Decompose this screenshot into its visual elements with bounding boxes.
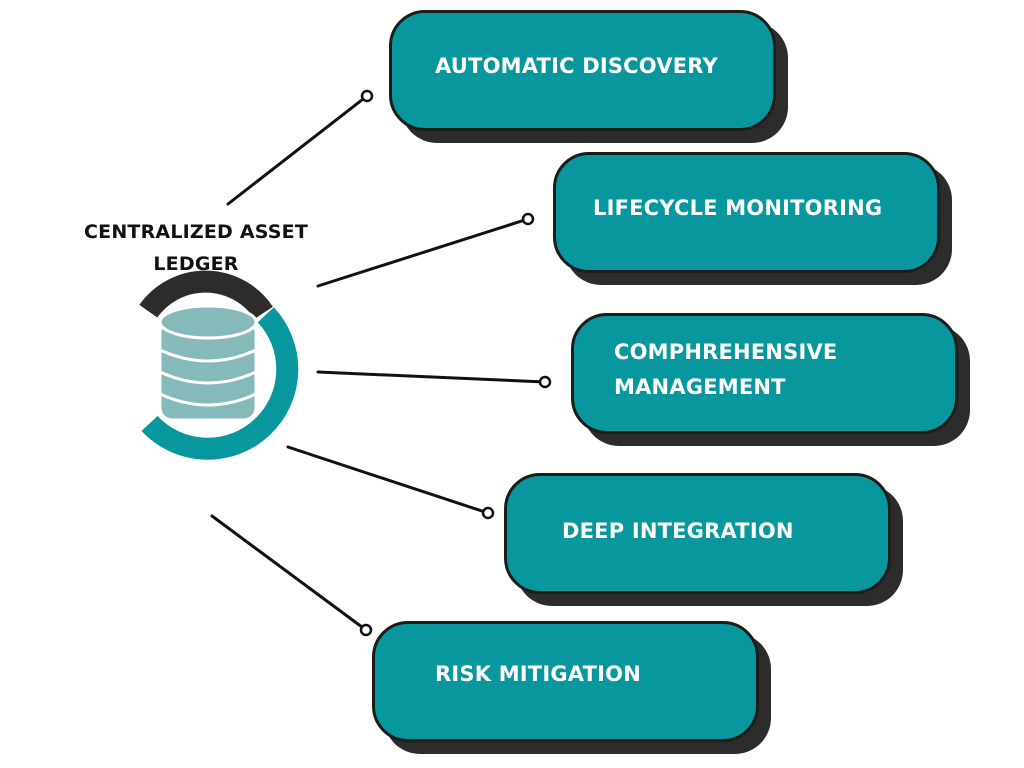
ring-dark-segment xyxy=(139,270,273,320)
node-automatic-discovery: AUTOMATIC DISCOVERY xyxy=(389,10,788,143)
node-label-risk-mitigation: RISK MITIGATION xyxy=(435,662,641,686)
connector-dot-2 xyxy=(521,212,535,226)
central-title: CENTRALIZED ASSET LEDGER xyxy=(70,216,322,280)
node-label-comprehensive-line1: COMPHREHENSIVE xyxy=(614,340,838,364)
connector-line-4 xyxy=(286,445,490,515)
node-deep-integration: DEEP INTEGRATION xyxy=(504,473,903,606)
node-lifecycle-monitoring: LIFECYCLE MONITORING xyxy=(553,152,952,285)
connector-dot-5 xyxy=(359,623,373,637)
database-icon xyxy=(158,304,258,422)
node-comprehensive-management: COMPHREHENSIVE MANAGEMENT xyxy=(571,313,970,446)
node-label-automatic-discovery: AUTOMATIC DISCOVERY xyxy=(435,54,718,78)
connector-dot-1 xyxy=(360,89,374,103)
node-label-lifecycle-monitoring: LIFECYCLE MONITORING xyxy=(593,196,883,220)
connector-line-5 xyxy=(210,514,368,632)
node-risk-mitigation: RISK MITIGATION xyxy=(372,621,771,754)
ring-teal-segment xyxy=(141,307,299,460)
node-label-deep-integration: DEEP INTEGRATION xyxy=(562,519,794,543)
central-title-line2: LEDGER xyxy=(153,253,239,275)
node-label-comprehensive-line2: MANAGEMENT xyxy=(614,375,786,399)
connector-line-3 xyxy=(316,370,547,384)
connector-dot-4 xyxy=(481,506,495,520)
central-title-line1: CENTRALIZED ASSET xyxy=(84,221,308,243)
connector-line-1 xyxy=(226,94,369,206)
connector-dot-3 xyxy=(538,375,552,389)
connector-line-2 xyxy=(316,217,530,288)
